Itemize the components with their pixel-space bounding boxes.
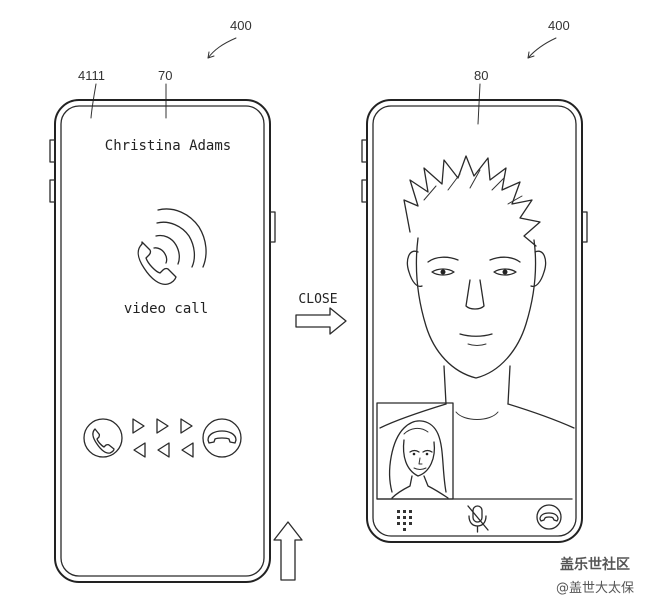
leader-line bbox=[477, 83, 481, 125]
transition-arrow-icon bbox=[295, 307, 347, 335]
accept-call-button[interactable] bbox=[83, 418, 123, 458]
ref-left-device: 400 bbox=[230, 18, 252, 33]
right-phone-screen bbox=[372, 105, 577, 537]
leader-arrow bbox=[207, 51, 215, 59]
watermark-line1: 盖乐世社区 bbox=[560, 556, 630, 573]
phone-decline-icon bbox=[207, 430, 237, 444]
end-call-button[interactable] bbox=[536, 504, 562, 530]
volume-down-key[interactable] bbox=[361, 179, 368, 203]
video-call-phone-icon bbox=[137, 208, 207, 285]
swipe-up-arrow-icon bbox=[273, 521, 303, 581]
dialpad-button[interactable] bbox=[397, 510, 412, 531]
ref-incoming-screen: 70 bbox=[158, 68, 172, 83]
leader-arrow bbox=[527, 51, 535, 59]
caller-name: Christina Adams bbox=[105, 138, 231, 154]
mute-mic-icon bbox=[467, 505, 489, 533]
transition-label: CLOSE bbox=[298, 292, 337, 307]
left-phone: Christina Adams video call bbox=[49, 99, 276, 583]
right-phone-body bbox=[366, 99, 583, 543]
power-key[interactable] bbox=[269, 211, 276, 243]
volume-up-key[interactable] bbox=[361, 139, 368, 163]
watermark: 盖乐世社区 @盖世大太保 bbox=[556, 556, 634, 596]
eye-pupil bbox=[412, 452, 416, 456]
remote-video-portrait bbox=[379, 155, 575, 429]
volume-up-key[interactable] bbox=[49, 139, 56, 163]
swipe-arrows-icon bbox=[132, 418, 194, 458]
decline-call-button[interactable] bbox=[202, 418, 242, 458]
leader-line bbox=[207, 37, 237, 59]
dialpad-icon bbox=[397, 510, 412, 531]
volume-down-key[interactable] bbox=[49, 179, 56, 203]
left-phone-screen bbox=[60, 105, 265, 577]
ref-edge: 4111 bbox=[78, 68, 105, 83]
eye-pupil bbox=[425, 452, 429, 456]
watermark-line2: @盖世大太保 bbox=[556, 581, 634, 596]
power-key[interactable] bbox=[581, 211, 588, 243]
eye-pupil bbox=[440, 269, 446, 275]
self-preview-portrait bbox=[389, 420, 449, 499]
call-type-label: video call bbox=[124, 301, 208, 317]
eye-pupil bbox=[502, 269, 508, 275]
ref-video-screen: 80 bbox=[474, 68, 488, 83]
left-phone-body bbox=[54, 99, 271, 583]
right-phone bbox=[361, 99, 588, 543]
leader-line bbox=[527, 37, 557, 59]
phone-accept-icon bbox=[92, 428, 115, 454]
end-call-icon bbox=[539, 512, 559, 522]
self-preview bbox=[376, 402, 454, 500]
mute-mic-button[interactable] bbox=[467, 505, 489, 533]
ref-right-device: 400 bbox=[548, 18, 570, 33]
